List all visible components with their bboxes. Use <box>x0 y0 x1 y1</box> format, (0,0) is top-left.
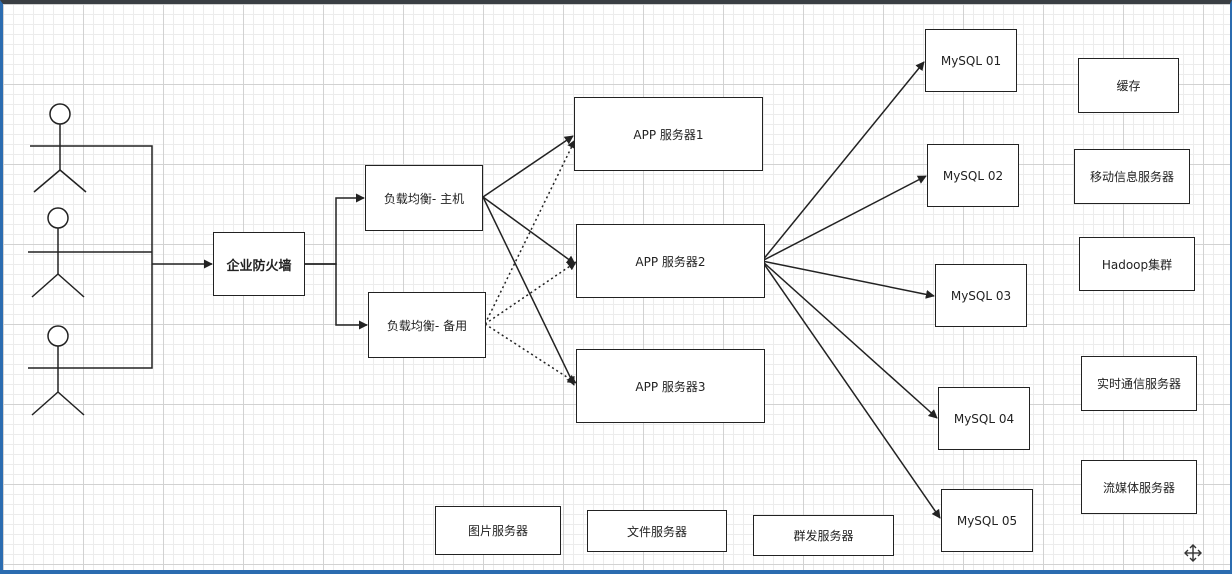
hadoop-cluster[interactable]: Hadoop集群 <box>1079 237 1195 291</box>
load-balancer-backup[interactable]: 负载均衡- 备用 <box>368 292 486 358</box>
move-cursor-icon[interactable] <box>1183 543 1203 563</box>
connector-arrow <box>761 175 927 262</box>
mysql-03[interactable]: MySQL 03 <box>935 264 1027 327</box>
connector-arrow <box>482 196 576 265</box>
mass-send-server[interactable]: 群发服务器 <box>753 515 894 556</box>
mysql-02[interactable]: MySQL 02 <box>927 144 1019 207</box>
user-icon <box>28 325 88 416</box>
app-server-3[interactable]: APP 服务器3 <box>576 349 765 423</box>
app-server-1[interactable]: APP 服务器1 <box>574 97 763 171</box>
cache-server[interactable]: 缓存 <box>1078 58 1179 113</box>
app-server-2[interactable]: APP 服务器2 <box>576 224 765 298</box>
connector <box>90 145 153 264</box>
file-server[interactable]: 文件服务器 <box>587 510 727 552</box>
image-server[interactable]: 图片服务器 <box>435 506 561 555</box>
connector-dotted <box>484 139 576 325</box>
mysql-04[interactable]: MySQL 04 <box>938 387 1030 450</box>
user-icon <box>30 103 90 193</box>
mysql-05[interactable]: MySQL 05 <box>941 489 1033 552</box>
load-balancer-primary[interactable]: 负载均衡- 主机 <box>365 165 483 231</box>
realtime-comm-server[interactable]: 实时通信服务器 <box>1081 356 1197 411</box>
connector-arrow <box>761 260 938 419</box>
connector-arrow <box>482 196 575 386</box>
connector-arrow <box>761 61 925 262</box>
connector-dotted <box>484 261 577 325</box>
mobile-message-server[interactable]: 移动信息服务器 <box>1074 149 1190 204</box>
connector-arrow <box>304 263 368 330</box>
connector-arrow <box>482 135 574 198</box>
connector <box>88 264 153 369</box>
connector-arrow <box>761 260 935 299</box>
connector-arrow <box>761 260 941 519</box>
connector-arrow <box>304 193 365 265</box>
connector-dotted <box>484 323 577 384</box>
streaming-media-server[interactable]: 流媒体服务器 <box>1081 460 1197 514</box>
user-icon <box>28 207 88 298</box>
mysql-01[interactable]: MySQL 01 <box>925 29 1017 92</box>
firewall-node[interactable]: 企业防火墙 <box>213 232 305 296</box>
